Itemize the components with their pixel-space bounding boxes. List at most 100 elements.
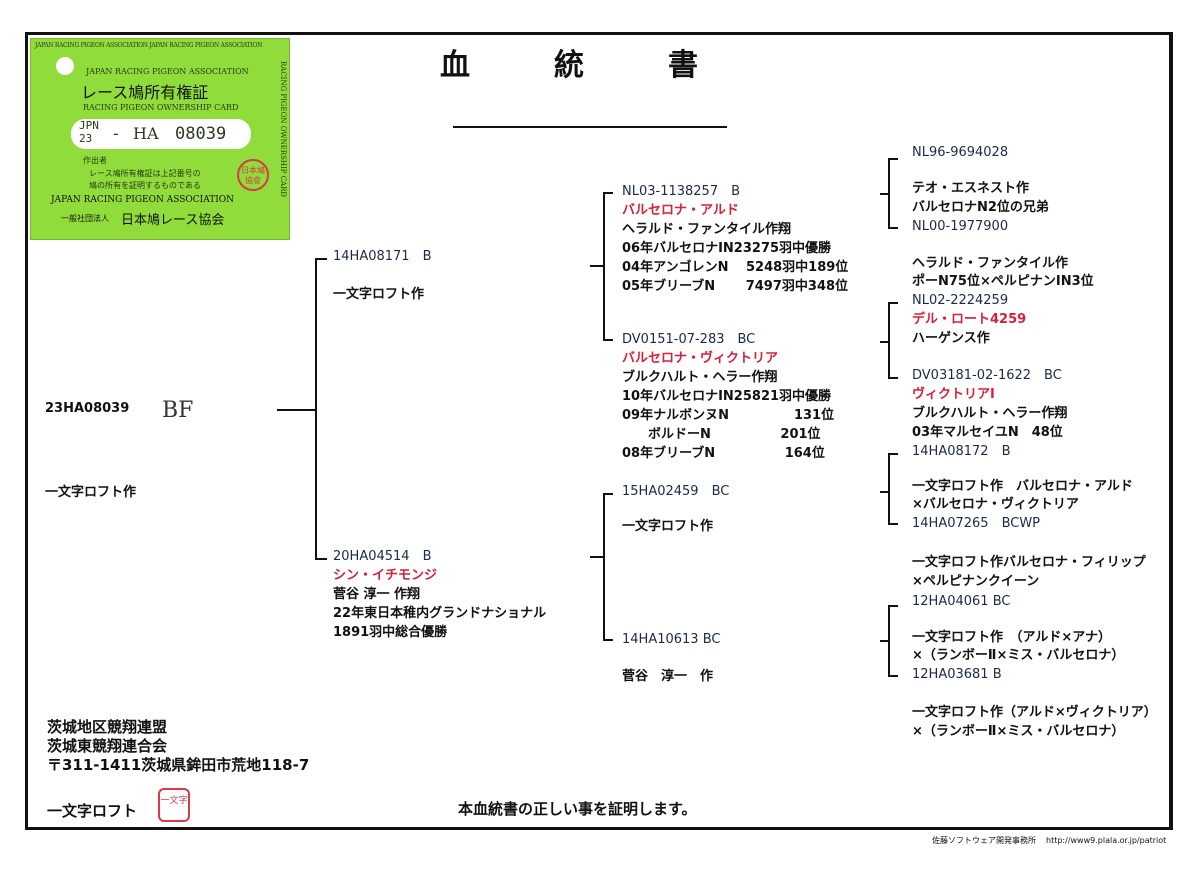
footer-org-1: 茨城地区競翔連盟 xyxy=(47,718,168,736)
connector xyxy=(888,377,898,379)
ssd-line: ポーN75位×ペルピナンIN3位 xyxy=(912,274,1094,289)
connector xyxy=(888,453,898,455)
card-note-1: レース鳩所有権証は上記番号の xyxy=(89,169,201,178)
connector xyxy=(888,158,898,160)
card-title-en: RACING PIGEON OWNERSHIP CARD xyxy=(83,103,239,112)
connector xyxy=(888,453,890,525)
connector xyxy=(880,640,889,642)
dam-ring: 20HA04514 B xyxy=(333,549,432,564)
ss-line: 05年ブリーブN 7497羽中348位 xyxy=(622,279,849,294)
connector xyxy=(277,409,317,411)
card-org-name: 日本鳩レース協会 xyxy=(121,213,225,228)
card-year: 23 xyxy=(79,132,93,145)
dam-line: 22年東日本稚内グランドナショナル xyxy=(333,606,547,621)
loft-seal: 一文字 xyxy=(158,788,190,822)
footer-org-2: 茨城東競翔連合会 xyxy=(47,737,168,755)
ddd-line: 一文字ロフト作（アルド×ヴィクトリア） xyxy=(912,705,1157,720)
sds-name: デル・ロート4259 xyxy=(912,312,1027,327)
connector xyxy=(590,556,604,558)
card-number-box: JPN 23 - HA 08039 xyxy=(71,119,251,149)
dam-name: シン・イチモンジ xyxy=(333,568,438,583)
sd-block: DV0151-07-283 BC バルセロナ・ヴィクトリア ブルクハルト・ヘラー… xyxy=(622,330,834,463)
card-series: HA xyxy=(133,124,159,143)
dss-line: 一文字ロフト作 バルセロナ・アルド xyxy=(912,479,1133,494)
connector xyxy=(603,493,605,641)
title-char: 書 xyxy=(668,48,700,83)
card-title-ja: レース鳩所有権証 xyxy=(81,83,209,102)
card-org-prefix: 一般社団法人 xyxy=(61,214,109,223)
sss-ring: NL96-9694028 xyxy=(912,145,1009,160)
connector xyxy=(315,558,327,560)
connector xyxy=(888,302,898,304)
sss-line: バルセロナN2位の兄弟 xyxy=(912,200,1049,215)
connector xyxy=(603,339,613,341)
connector xyxy=(888,675,898,677)
sss-line: テオ・エスネスト作 xyxy=(912,181,1030,196)
ss-ring: NL03-1138257 B xyxy=(622,184,741,199)
ssd-ring: NL00-1977900 xyxy=(912,219,1009,234)
sire-breeder: 一文字ロフト作 xyxy=(333,287,425,302)
dam-line: 1891羽中総合優勝 xyxy=(333,625,448,640)
card-note-2: 鳩の所有を証明するものである xyxy=(89,181,201,190)
ddd-ring: 12HA03681 B xyxy=(912,667,1002,682)
dd-ring: 14HA10613 BC xyxy=(622,632,721,647)
dds-ring: 12HA04061 BC xyxy=(912,594,1011,609)
card-assoc-en-2: JAPAN RACING PIGEON ASSOCIATION xyxy=(51,195,235,205)
dsd-line: ×ペルピナンクイーン xyxy=(912,574,1040,589)
connector xyxy=(880,341,889,343)
dds-line: ×（ランボーⅡ×ミス・バルセロナ） xyxy=(912,648,1125,663)
dd-breeder: 菅谷 淳一 作 xyxy=(622,669,714,684)
document-frame xyxy=(25,32,1173,830)
connector xyxy=(603,639,613,641)
connector xyxy=(880,491,889,493)
connector xyxy=(315,258,327,260)
card-dash: - xyxy=(111,124,121,143)
sdd-line: ブルクハルト・ヘラー作翔 xyxy=(912,406,1068,421)
card-breeder-label: 作出者 xyxy=(83,156,107,165)
connector xyxy=(590,265,604,267)
footer-address: 〒311-1411茨城県鉾田市荒地118-7 xyxy=(47,756,310,774)
sire-ring: 14HA08171 B xyxy=(333,249,432,264)
ss-block: NL03-1138257 B バルセロナ・アルド ヘラルド・ファンタイル作翔 0… xyxy=(622,182,848,296)
card-country: JPN xyxy=(79,119,99,132)
sds-ring: NL02-2224259 xyxy=(912,293,1009,308)
sd-line: ブルクハルト・ヘラー作翔 xyxy=(622,370,778,385)
connector xyxy=(888,605,890,677)
sd-ring: DV0151-07-283 BC xyxy=(622,332,756,347)
footer-loft: 一文字ロフト xyxy=(47,802,138,820)
sd-line: 08年ブリーブN 164位 xyxy=(622,446,825,461)
connector xyxy=(315,258,317,560)
card-number: 08039 xyxy=(175,124,227,144)
subject-breeder: 一文字ロフト作 xyxy=(45,485,137,500)
subject-ring: 23HA08039 xyxy=(45,401,130,416)
ds-breeder: 一文字ロフト作 xyxy=(622,519,714,534)
card-border-text: JAPAN RACING PIGEON ASSOCIATION JAPAN RA… xyxy=(35,42,263,49)
sds-line: ハーゲンス作 xyxy=(912,331,990,346)
ddd-line: ×（ランボーⅡ×ミス・バルセロナ） xyxy=(912,724,1125,739)
sd-name: バルセロナ・ヴィクトリア xyxy=(622,351,779,366)
dds-line: 一文字ロフト作 （アルド×アナ） xyxy=(912,630,1112,645)
connector xyxy=(888,523,898,525)
ss-line: ヘラルド・ファンタイル作翔 xyxy=(622,222,792,237)
connector xyxy=(880,193,889,195)
dam-line: 菅谷 淳一 作翔 xyxy=(333,587,421,602)
ssd-line: ヘラルド・ファンタイル作 xyxy=(912,256,1069,271)
dss-line: ×バルセロナ・ヴィクトリア xyxy=(912,497,1079,512)
ss-line: 06年バルセロナIN23275羽中優勝 xyxy=(622,241,832,256)
sd-line: ボルドーN 201位 xyxy=(622,427,821,442)
title-underline xyxy=(453,126,727,128)
page-title: 血統書 xyxy=(440,40,782,84)
card-side-text: RACING PIGEON OWNERSHIP CARD xyxy=(279,61,287,197)
dsd-line: 一文字ロフト作バルセロナ・フィリップ xyxy=(912,555,1146,570)
software-credit: 佐藤ソフトウェア開発事務所 xyxy=(932,836,1036,845)
card-seal: 日本鳩協會 xyxy=(237,159,269,191)
connector xyxy=(888,302,890,379)
connector xyxy=(888,227,898,229)
ds-ring: 15HA02459 BC xyxy=(622,484,730,499)
connector xyxy=(603,493,613,495)
ss-line: 04年アンゴレンN 5248羽中189位 xyxy=(622,260,849,275)
title-char: 血 xyxy=(440,48,472,83)
ownership-card: JAPAN RACING PIGEON ASSOCIATION JAPAN RA… xyxy=(30,38,290,240)
card-assoc-en: JAPAN RACING PIGEON ASSOCIATION xyxy=(86,67,249,76)
software-url: http://www9.plala.or.jp/patriot xyxy=(1046,836,1167,845)
